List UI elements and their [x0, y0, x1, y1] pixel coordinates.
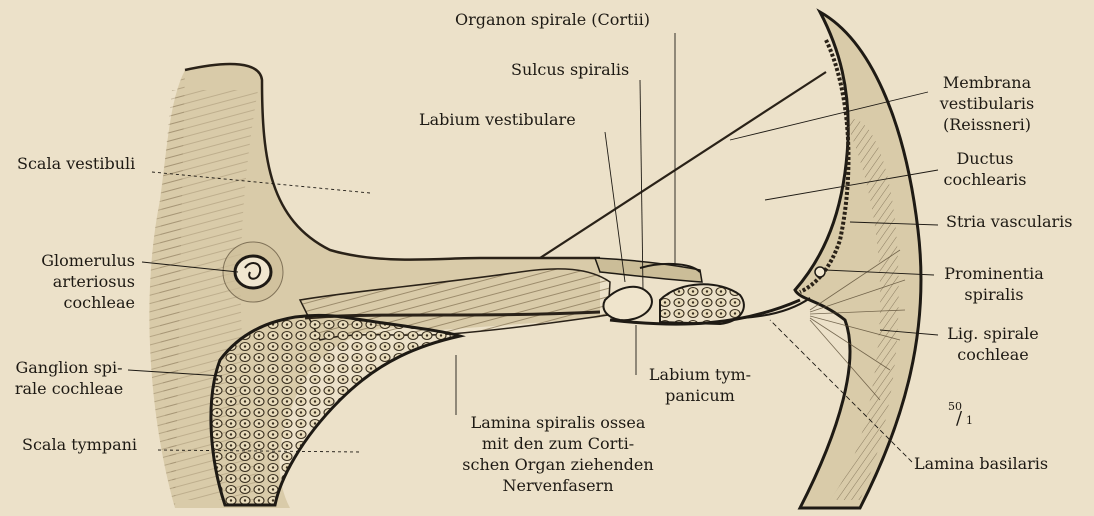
label-scala-vestibuli: Scala vestibuli — [17, 153, 135, 174]
label-membrana-vestibularis: Membrana vestibularis (Reissneri) — [928, 72, 1046, 135]
label-ganglion-spirale: Ganglion spi- rale cochleae — [4, 357, 134, 399]
label-lamina-spiralis-ossea: Lamina spiralis ossea mit den zum Corti-… — [448, 412, 668, 496]
magnification-slash: / — [956, 408, 963, 429]
label-glomerulus: Glomerulus arteriosus cochleae — [27, 250, 135, 313]
label-labium-tympanicum: Labium tym- panicum — [640, 364, 760, 406]
lateral-wall — [795, 12, 921, 508]
reissner-membrane — [540, 72, 826, 258]
organ-of-corti — [595, 258, 810, 324]
glomerulus-arteriosus — [223, 242, 283, 302]
label-sulcus-spiralis: Sulcus spiralis — [511, 59, 629, 80]
label-stria-vascularis: Stria vascularis — [946, 211, 1072, 232]
label-lig-spirale: Lig. spirale cochleae — [940, 323, 1046, 365]
label-prominentia-spiralis: Prominentia spiralis — [934, 263, 1054, 305]
label-ductus-cochlearis: Ductus cochlearis — [935, 148, 1035, 190]
label-scala-tympani: Scala tympani — [22, 434, 137, 455]
label-labium-vestibulare: Labium vestibulare — [419, 109, 576, 130]
label-organon-spirale: Organon spirale (Cortii) — [455, 9, 650, 30]
magnification-den: 1 — [966, 414, 973, 427]
ganglion-spirale — [211, 315, 460, 505]
label-lamina-basilaris: Lamina basilaris — [914, 453, 1048, 474]
